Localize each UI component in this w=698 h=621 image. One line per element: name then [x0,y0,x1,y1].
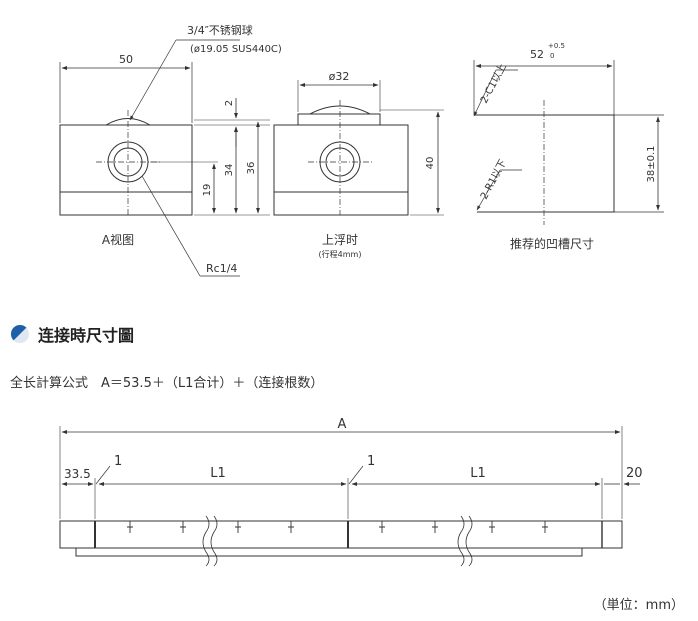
groove-caption: 推荐的凹槽尺寸 [510,236,594,251]
connection-view [59,426,640,567]
float-view-ball-label: ø32 [329,70,350,83]
groove-view-labels: 52 +0.5 0 2-C1以上 2-R1以下 38±0.1 推荐的凹槽尺寸 [478,42,657,251]
groove-width-tol-upper: +0.5 [548,42,565,50]
a-view-width-label: 50 [119,53,133,66]
groove-width-label: 52 [530,48,544,61]
a-view [59,39,270,277]
rail-body [59,520,623,549]
gap2-label: 1 [367,454,375,469]
float-view-body [273,124,409,216]
gap1-leader [95,465,111,485]
section-header: 连接時尺寸圖 [10,322,134,346]
chamfer-top-leader [473,69,497,117]
a-view-dim-19-label: 19 [202,184,213,197]
a-view-caption: A视图 [102,232,134,247]
break-mark-right [457,515,465,567]
float-view-labels: ø32 40 上浮时 (行程4mm) [319,70,436,259]
chamfer-top-label: 2-C1以上 [478,62,509,106]
groove-depth-label: 38±0.1 [646,145,657,182]
thread-callout-leader [141,175,201,277]
chamfer-bottom-label: 2-R1以下 [479,158,509,201]
half-circle-icon [10,324,29,343]
chamfer-bottom-leader [476,169,501,211]
ball-markers [124,520,551,533]
rail-base [75,548,583,557]
groove-view [473,60,664,225]
total-length-label: A [338,417,347,432]
a-view-dim-36-label: 36 [246,162,257,175]
float-view-height-label: 40 [425,157,436,170]
unit-note: （単位：mm） [593,598,684,613]
l1-first-label: L1 [210,466,226,481]
groove-width-tol-lower: 0 [550,52,554,60]
ball-callout-leader [129,39,177,121]
float-view-subcaption: (行程4mm) [319,249,362,259]
a-view-body [59,124,193,216]
gap2-leader [348,465,364,485]
float-view [273,80,444,216]
ball-spec-label: (ø19.05 SUS440C) [190,44,282,55]
a-view-dim-2-label: 2 [224,100,235,106]
float-view-caption: 上浮时 [322,233,358,247]
ball-callout-label: 3/4″不锈钢球 [187,23,253,37]
section-title: 连接時尺寸圖 [38,326,135,345]
right-offset-label: 20 [626,466,643,481]
float-view-ball-arc [309,105,371,115]
float-view-top-cap [297,113,381,125]
a-view-labels: 3/4″不锈钢球 (ø19.05 SUS440C) 50 2 19 34 36 … [102,23,282,275]
a-view-dim-34-label: 34 [224,164,235,177]
connection-view-labels: A 33.5 1 L1 1 L1 20 [64,417,643,481]
thread-label: Rc1/4 [206,262,237,275]
left-offset-label: 33.5 [64,467,91,481]
l1-second-label: L1 [470,466,486,481]
break-mark-left [202,515,210,567]
gap1-label: 1 [114,454,122,469]
length-formula: 全长計算公式 A＝53.5＋（L1合计）＋（连接根数） [10,376,324,391]
